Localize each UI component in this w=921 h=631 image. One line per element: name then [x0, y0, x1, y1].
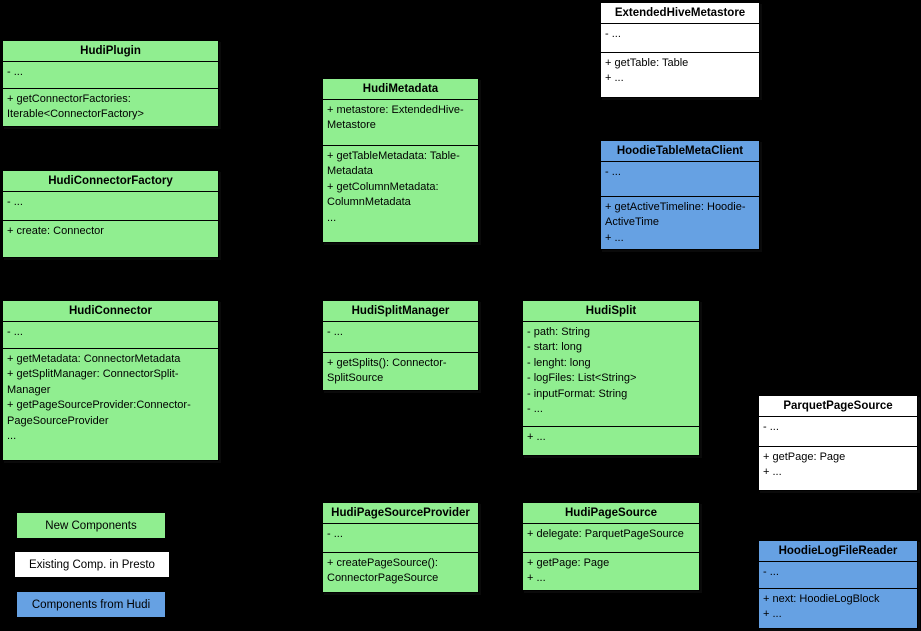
class-title: HudiConnectorFactory — [3, 171, 218, 192]
class-hoodielogfilereader: HoodieLogFileReader - ... + next: Hoodie… — [758, 540, 918, 629]
class-fields: + delegate: ParquetPageSource — [527, 528, 684, 540]
class-hudipagesourceprovider: HudiPageSourceProvider - ... + createPag… — [322, 502, 479, 593]
class-methods: + getActiveTimeline: Hoodie- ActiveTime … — [601, 196, 759, 249]
class-hudisplit: HudiSplit - path: String - start: long -… — [522, 300, 700, 456]
legend-item-components-from-hudi: Components from Hudi — [16, 591, 166, 618]
class-hoodietablemetaclient: HoodieTableMetaClient - ... + getActiveT… — [600, 140, 760, 251]
class-methods: + ... — [523, 426, 699, 455]
class-fields: - ... — [763, 421, 779, 433]
class-title: HudiConnector — [3, 301, 218, 322]
class-title: ExtendedHiveMetastore — [601, 3, 759, 24]
legend-label: New Components — [45, 519, 137, 532]
class-fields: - ... — [605, 166, 621, 178]
class-title: HudiPageSourceProvider — [323, 503, 478, 524]
class-title: HudiMetadata — [323, 79, 478, 100]
class-fields: - ... — [7, 326, 23, 338]
class-parquetpagesource: ParquetPageSource - ... + getPage: Page … — [758, 395, 918, 491]
class-methods: + create: Connector — [3, 220, 218, 257]
class-methods: + getConnectorFactories: Iterable<Connec… — [3, 88, 218, 126]
class-methods: + next: HoodieLogBlock + ... — [759, 588, 917, 628]
class-hudisplitmanager: HudiSplitManager - ... + getSplits(): Co… — [322, 300, 479, 391]
class-title: ParquetPageSource — [759, 396, 917, 417]
class-title: HoodieLogFileReader — [759, 541, 917, 562]
class-fields: - path: String - start: long - lenght: l… — [527, 326, 637, 416]
class-title: HudiPlugin — [3, 41, 218, 62]
class-hudiplugin: HudiPlugin - ... + getConnectorFactories… — [2, 40, 219, 127]
class-methods: + getTable: Table + ... — [601, 52, 759, 97]
class-title: HudiSplitManager — [323, 301, 478, 322]
class-methods: + getSplits(): Connector- SplitSource — [323, 352, 478, 390]
class-title: HudiPageSource — [523, 503, 699, 524]
class-fields: + metastore: ExtendedHive- Metastore — [327, 104, 464, 132]
class-title: HudiSplit — [523, 301, 699, 322]
class-extendedhivemetastore: ExtendedHiveMetastore - ... + getTable: … — [600, 2, 760, 98]
class-methods: + createPageSource(): ConnectorPageSourc… — [323, 552, 478, 592]
legend-label: Components from Hudi — [31, 598, 151, 611]
class-hudiconnectorfactory: HudiConnectorFactory - ... + create: Con… — [2, 170, 219, 258]
class-fields: - ... — [327, 326, 343, 338]
legend-label: Existing Comp. in Presto — [29, 558, 155, 571]
legend-item-existing-presto: Existing Comp. in Presto — [14, 551, 170, 578]
class-fields: - ... — [7, 196, 23, 208]
class-methods: + getTableMetadata: Table- Metadata + ge… — [323, 145, 478, 242]
class-hudimetadata: HudiMetadata + metastore: ExtendedHive- … — [322, 78, 479, 243]
legend-item-new-components: New Components — [16, 512, 166, 539]
class-hudipagesource: HudiPageSource + delegate: ParquetPageSo… — [522, 502, 700, 591]
class-fields: - ... — [763, 566, 779, 578]
class-methods: + getMetadata: ConnectorMetadata + getSp… — [3, 348, 218, 460]
class-methods: + getPage: Page + ... — [523, 552, 699, 590]
class-hudiconnector: HudiConnector - ... + getMetadata: Conne… — [2, 300, 219, 461]
class-fields: - ... — [7, 66, 23, 78]
class-title: HoodieTableMetaClient — [601, 141, 759, 162]
class-fields: - ... — [327, 528, 343, 540]
class-fields: - ... — [605, 28, 621, 40]
class-methods: + getPage: Page + ... — [759, 446, 917, 490]
